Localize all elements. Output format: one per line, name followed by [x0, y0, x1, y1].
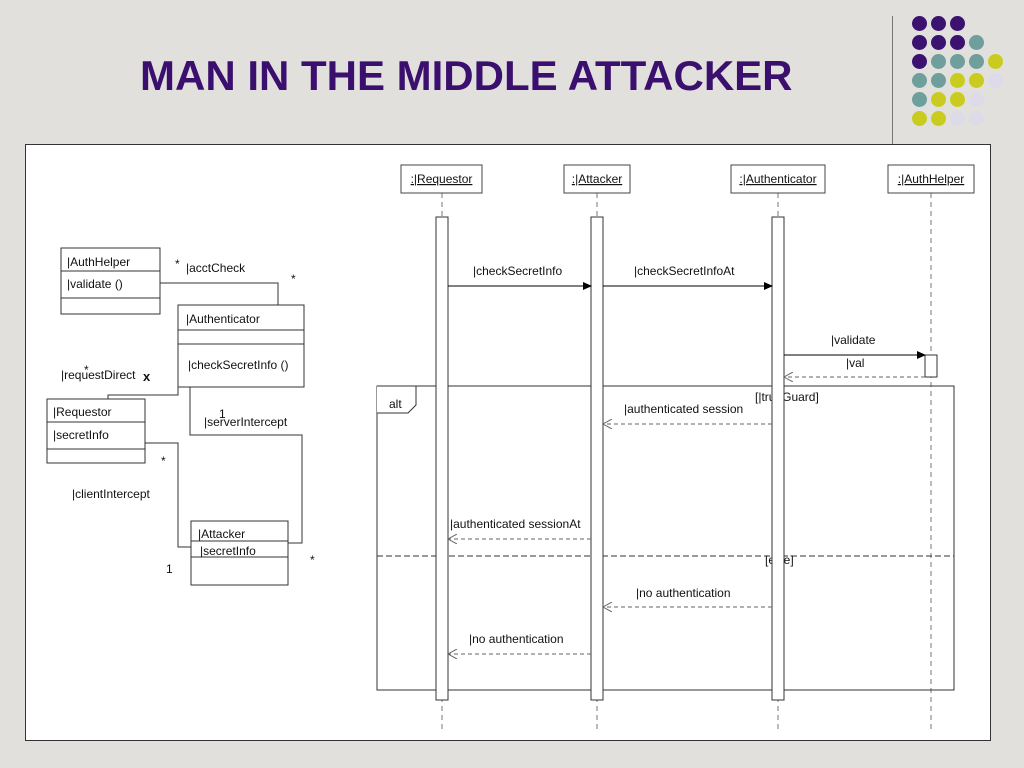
message-check-secret-info-at: |checkSecretInfoAt: [603, 264, 773, 290]
message-check-secret-info-label: |checkSecretInfo: [473, 264, 562, 278]
message-authenticated-session-at: |authenticated sessionAt: [448, 517, 591, 539]
mult-server-attacker: *: [310, 553, 315, 567]
decorative-dot: [931, 111, 946, 126]
decorative-dot: [931, 54, 946, 69]
activation-authhelper: [924, 354, 938, 378]
message-val-label: |val: [846, 356, 864, 370]
class-authenticator-operation: |checkSecretInfo (): [188, 358, 289, 372]
mult-reqdirect-x: x: [143, 369, 151, 384]
lifeline-requestor-label: :|Requestor: [411, 172, 473, 186]
decorative-dot: [931, 73, 946, 88]
decorative-dot: [912, 73, 927, 88]
decorative-divider: [892, 16, 893, 146]
lifeline-attacker: :|Attacker: [563, 164, 631, 194]
class-authenticator-name: |Authenticator: [186, 312, 260, 326]
mult-server-authenticator: 1: [219, 407, 226, 421]
association-request-direct: [107, 317, 179, 399]
decorative-dot: [931, 92, 946, 107]
message-authenticated-session-at-label: |authenticated sessionAt: [450, 517, 581, 531]
alt-guard-true: [|trueGuard]: [755, 390, 819, 404]
class-authhelper-operation: |validate (): [67, 277, 123, 291]
decorative-dot: [969, 73, 984, 88]
message-authenticated-session: |authenticated session: [603, 402, 772, 424]
class-requestor-name: |Requestor: [53, 405, 111, 419]
activation-requestor: [435, 216, 449, 701]
decorative-dot: [931, 35, 946, 50]
decorative-dot: [950, 92, 965, 107]
message-validate: |validate: [784, 333, 926, 359]
lifeline-authenticator-label: :|Authenticator: [739, 172, 816, 186]
decorative-dot: [969, 111, 984, 126]
activation-authenticator: [771, 216, 785, 701]
uml-diagram: |AuthHelper |validate () |Authenticator …: [46, 164, 975, 733]
decorative-dot: [950, 35, 965, 50]
alt-fragment: alt [|trueGuard] [else]: [376, 385, 955, 691]
decorative-dot: [969, 54, 984, 69]
message-no-authentication-2: |no authentication: [448, 632, 591, 654]
decorative-dot: [912, 92, 927, 107]
message-authenticated-session-label: |authenticated session: [624, 402, 743, 416]
message-val: |val: [784, 356, 925, 377]
activation-attacker: [590, 216, 604, 701]
label-client-intercept: |clientIntercept: [72, 487, 150, 501]
message-check-secret-info: |checkSecretInfo: [448, 264, 592, 290]
lifeline-authhelper-label: :|AuthHelper: [898, 172, 965, 186]
decorative-dot: [950, 111, 965, 126]
class-authhelper-name: |AuthHelper: [67, 255, 130, 269]
page-title: MAN IN THE MIDDLE ATTACKER: [140, 52, 793, 99]
mult-client-requestor: *: [161, 454, 166, 468]
decorative-dot: [912, 111, 927, 126]
decorative-dot: [912, 54, 927, 69]
label-acct-check: |acctCheck: [186, 261, 246, 275]
class-requestor-attribute: |secretInfo: [53, 428, 109, 442]
decorative-dot: [912, 35, 927, 50]
class-authhelper: |AuthHelper |validate (): [60, 247, 161, 315]
class-attacker: |Attacker |secretInfo: [190, 520, 289, 586]
decorative-dot: [950, 54, 965, 69]
decorative-dot: [912, 16, 927, 31]
message-validate-label: |validate: [831, 333, 876, 347]
decorative-dot: [969, 92, 984, 107]
decorative-dot: [950, 73, 965, 88]
label-request-direct: |requestDirect: [61, 368, 136, 382]
lifeline-authenticator: :|Authenticator: [730, 164, 826, 194]
decorative-dot: [969, 35, 984, 50]
decorative-dot: [988, 54, 1003, 69]
alt-operator-label: alt: [389, 397, 402, 411]
lifeline-attacker-label: :|Attacker: [572, 172, 622, 186]
class-authenticator: |Authenticator |checkSecretInfo (): [177, 304, 305, 388]
mult-reqdirect-requestor: *: [84, 363, 89, 377]
lifeline-requestor: :|Requestor: [400, 164, 483, 194]
class-attacker-attribute: |secretInfo: [200, 544, 256, 558]
association-acct-check: [133, 282, 279, 305]
association-client-intercept: [145, 442, 191, 548]
message-no-authentication-1-label: |no authentication: [636, 586, 731, 600]
message-no-authentication-2-label: |no authentication: [469, 632, 564, 646]
label-server-intercept: |serverIntercept: [204, 415, 288, 429]
class-attacker-name: |Attacker: [198, 527, 245, 541]
decorative-dot: [988, 73, 1003, 88]
association-server-intercept: [189, 386, 303, 544]
mult-client-attacker: 1: [166, 562, 173, 576]
decorative-dot: [931, 16, 946, 31]
message-check-secret-info-at-label: |checkSecretInfoAt: [634, 264, 735, 278]
decorative-dot: [950, 16, 965, 31]
mult-acct-authhelper: *: [175, 257, 180, 271]
diagram-panel: |AuthHelper |validate () |Authenticator …: [25, 144, 991, 741]
message-no-authentication-1: |no authentication: [603, 586, 772, 607]
class-requestor: |Requestor |secretInfo: [46, 398, 146, 464]
mult-acct-authenticator: *: [291, 272, 296, 286]
lifeline-authhelper: :|AuthHelper: [887, 164, 975, 194]
